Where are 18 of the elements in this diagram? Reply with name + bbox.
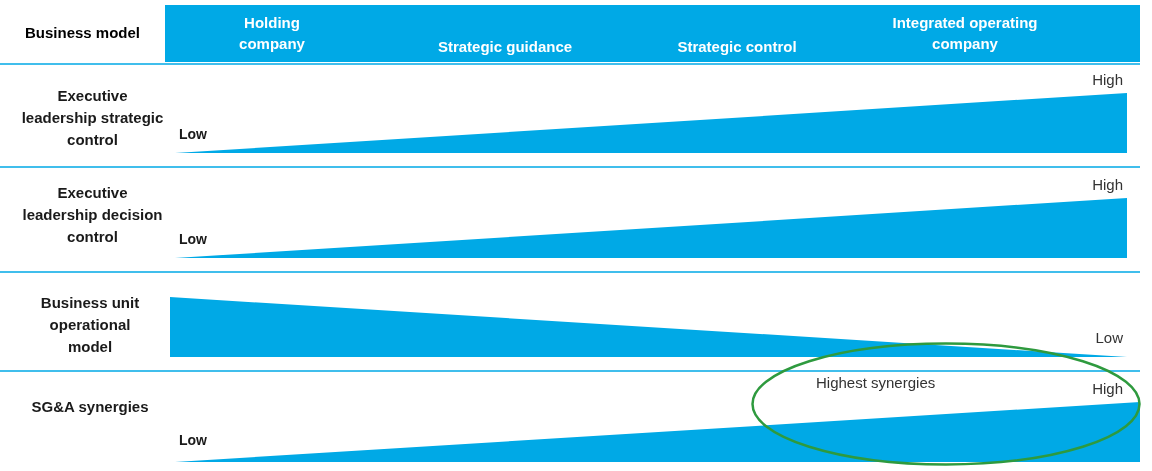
row-label: SG&A synergies	[30, 397, 150, 417]
column-header: Holding company	[238, 13, 306, 54]
scale-label: Low	[179, 431, 208, 450]
column-header: Strategic guidance	[436, 37, 574, 57]
column-header: Strategic control	[676, 37, 798, 57]
column-header: Integrated operating company	[891, 13, 1039, 54]
scale-label: Low	[179, 230, 208, 249]
row-label: Executive leadership decision control	[21, 183, 164, 247]
scale-label: High	[1091, 70, 1123, 90]
scale-label: High	[1091, 175, 1123, 195]
scale-label: Low	[179, 125, 208, 144]
highlight-ellipse	[751, 342, 1141, 466]
scale-label: High	[1091, 379, 1123, 399]
column-header: Business model	[23, 23, 141, 43]
row-label: Executive leadership strategic control	[20, 86, 165, 150]
ellipse-label: Highest synergies	[816, 373, 936, 393]
scale-label: Low	[1094, 328, 1123, 348]
row-label: Business unit operational model	[39, 293, 141, 357]
